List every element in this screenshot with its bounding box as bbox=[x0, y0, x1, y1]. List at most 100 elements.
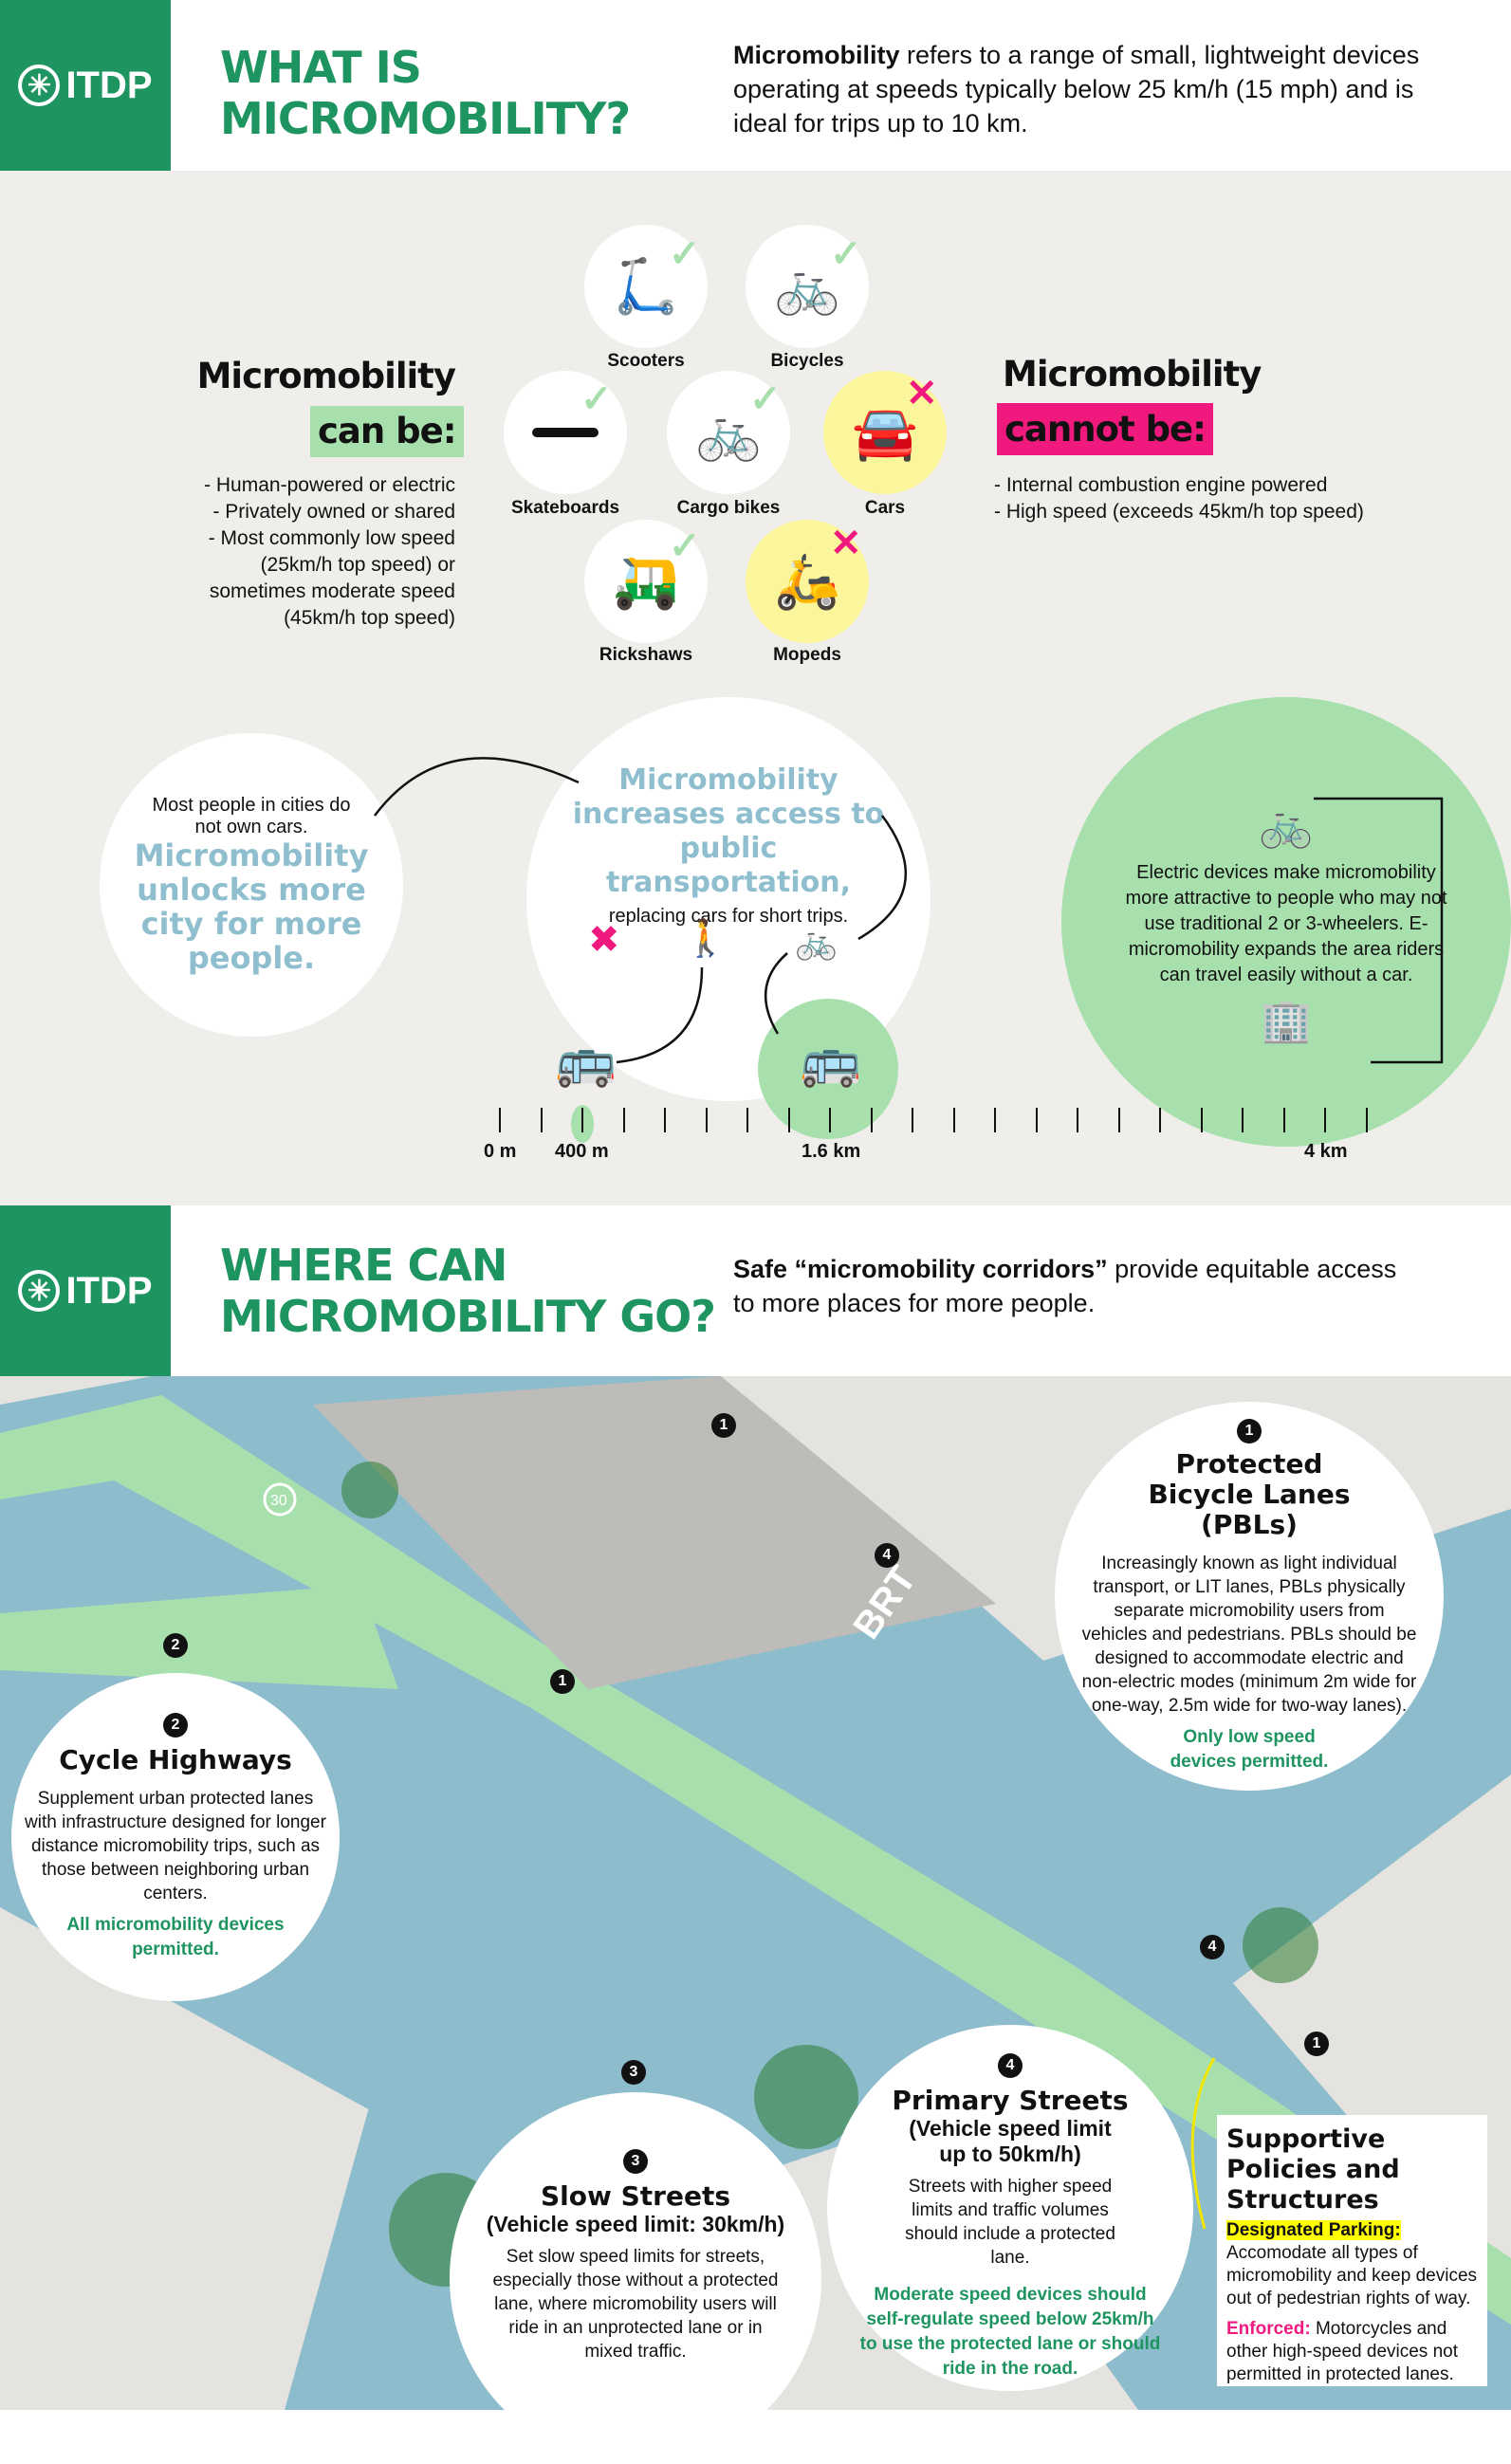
number-badge-4: 4 bbox=[875, 1543, 899, 1568]
can-be-list: - Human-powered or electric - Privately o… bbox=[142, 472, 455, 632]
check-icon: ✓ bbox=[669, 233, 701, 275]
supportive-title: Supportive Policies and Structures bbox=[1226, 2124, 1400, 2215]
scale-tick bbox=[664, 1108, 666, 1132]
rickshaws-label: Rickshaws bbox=[599, 645, 693, 665]
scale-tick bbox=[540, 1108, 543, 1132]
scale-tick bbox=[870, 1108, 873, 1132]
scale-tick bbox=[952, 1108, 955, 1132]
scale-label: 400 m bbox=[555, 1141, 609, 1162]
arrow bbox=[764, 952, 788, 1035]
list-item: - Internal combustion engine powered bbox=[994, 474, 1328, 496]
primary-note: Moderate speed devices should self-regul… bbox=[859, 2285, 1161, 2379]
itdp-logo: ✳ITDP bbox=[0, 1205, 171, 1376]
scale-tick bbox=[787, 1108, 790, 1132]
pbl-circle: 1 Protected Bicycle Lanes (PBLs) Increas… bbox=[1055, 1402, 1444, 1791]
scale-tick bbox=[581, 1108, 583, 1132]
slow-title: Slow Streets bbox=[540, 2180, 730, 2212]
building-icon: 🏢 bbox=[1260, 998, 1313, 1044]
rickshaw-icon: 🛺 bbox=[613, 551, 679, 611]
parking-arrow bbox=[1190, 2057, 1216, 2230]
cycle-highways-circle: 2 Cycle Highways Supplement urban protec… bbox=[11, 1673, 340, 2001]
scale-tick bbox=[1282, 1108, 1285, 1132]
enforced-text: Enforced: Motorcycles and other high-spe… bbox=[1226, 2318, 1478, 2386]
scooters-label: Scooters bbox=[607, 351, 685, 371]
cycle-note: All micromobility devices permitted. bbox=[66, 1914, 285, 1959]
arrow bbox=[857, 815, 908, 941]
arrow bbox=[374, 757, 580, 817]
no-cars-text: Most people in cities do not own cars. bbox=[152, 795, 351, 837]
mopeds-label: Mopeds bbox=[773, 645, 841, 665]
scooter-circle: 🛴 bbox=[584, 225, 708, 348]
can-be-tag: can be: bbox=[310, 406, 464, 457]
primary-title: Primary Streets bbox=[892, 2085, 1129, 2116]
list-item: - Privately owned or shared bbox=[212, 501, 455, 523]
title-line-1: WHAT IS bbox=[220, 42, 422, 93]
check-icon: ✓ bbox=[669, 525, 701, 567]
scale-tick bbox=[912, 1108, 913, 1132]
connector-arrows bbox=[374, 757, 1444, 1064]
scale-tick bbox=[1077, 1108, 1078, 1132]
car-icon: 🚘 bbox=[852, 402, 918, 462]
e-micromobility-text: Electric devices make micromobility more… bbox=[1125, 862, 1447, 985]
number-badge-2: 2 bbox=[163, 1633, 188, 1658]
number-badge-1: 1 bbox=[1304, 2032, 1329, 2056]
itdp-logo: ✳ITDP bbox=[0, 0, 171, 171]
e-micromobility-circle: 🚲 Electric devices make micromobility mo… bbox=[1061, 697, 1511, 1147]
list-item: (25km/h top speed) or bbox=[260, 554, 455, 576]
scale-tick bbox=[1200, 1108, 1203, 1132]
list-item: - High speed (exceeds 45km/h top speed) bbox=[994, 501, 1364, 523]
scale-tick bbox=[705, 1108, 708, 1132]
protected-lane bbox=[0, 1395, 1511, 2325]
scale-label: 4 km bbox=[1304, 1141, 1348, 1162]
list-item: - Most commonly low speed bbox=[208, 527, 455, 549]
skateboard-icon bbox=[532, 428, 599, 437]
number-badge-1: 1 bbox=[550, 1669, 575, 1694]
speed-marking bbox=[263, 1482, 297, 1517]
moped-icon: 🛵 bbox=[774, 551, 840, 611]
title-line-1: WHERE CAN bbox=[220, 1240, 507, 1291]
scale-tick bbox=[1365, 1108, 1368, 1132]
cars-label: Cars bbox=[864, 498, 906, 518]
scale-tick bbox=[1117, 1108, 1120, 1132]
pbl-title: Protected Bicycle Lanes (PBLs) bbox=[1148, 1447, 1351, 1540]
cannot-be-tag: cannot be: bbox=[997, 403, 1213, 455]
list-item: (45km/h top speed) bbox=[284, 607, 455, 629]
cycle-highway bbox=[0, 1585, 398, 1689]
scale-tick bbox=[622, 1108, 625, 1132]
e-bike-icon: 🚲 bbox=[1259, 800, 1314, 849]
bicycles-label: Bicycles bbox=[770, 351, 844, 371]
corridors-description: Safe “micromobility corridors” provide e… bbox=[733, 1252, 1397, 1320]
arrow bbox=[616, 966, 704, 1064]
list-item: sometimes moderate speed bbox=[209, 580, 455, 602]
bicycle-circle: 🚲 bbox=[746, 225, 869, 348]
unlock-city-text: Micromobility unlocks more city for more… bbox=[134, 837, 369, 976]
bike-icon: 🚲 bbox=[795, 922, 838, 961]
cargo-bike-icon: 🚲 bbox=[695, 402, 762, 462]
pbl-badge: 1 bbox=[1237, 1418, 1262, 1443]
scale-label: 0 m bbox=[484, 1141, 517, 1162]
supportive-policies-box: Supportive Policies and Structures Desig… bbox=[1217, 2115, 1487, 2386]
list-item: - Human-powered or electric bbox=[204, 474, 455, 496]
scooter-icon: 🛴 bbox=[613, 256, 679, 316]
pedestrian-icon: 🚶 bbox=[683, 919, 728, 959]
distance-scale bbox=[499, 1108, 1372, 1132]
primary-subtitle: (Vehicle speed limit up to 50km/h) bbox=[909, 2116, 1112, 2166]
skateboard-circle bbox=[504, 371, 627, 494]
scale-tick bbox=[1324, 1108, 1326, 1132]
parking-text: Designated Parking: Accomodate all types… bbox=[1226, 2219, 1478, 2310]
transit-stop-circle bbox=[758, 999, 898, 1139]
check-icon: ✓ bbox=[830, 233, 862, 275]
brt-lane bbox=[313, 1376, 996, 1689]
moped-circle: 🛵 bbox=[746, 520, 869, 643]
unlock-city-circle: Most people in cities do not own cars. M… bbox=[100, 733, 403, 1037]
transit-access-text: Micromobility increases access to public… bbox=[572, 763, 885, 899]
x-mark-icon: ✕ bbox=[906, 373, 938, 414]
cargo-bikes-label: Cargo bikes bbox=[676, 498, 781, 518]
scale-tick bbox=[746, 1108, 748, 1132]
scale-tick bbox=[1159, 1108, 1161, 1132]
scale-label: 1.6 km bbox=[802, 1141, 861, 1162]
number-badge-1: 1 bbox=[711, 1413, 736, 1438]
number-badge-4: 4 bbox=[1200, 1935, 1225, 1959]
short-trips-text: replacing cars for short trips. bbox=[608, 906, 849, 927]
